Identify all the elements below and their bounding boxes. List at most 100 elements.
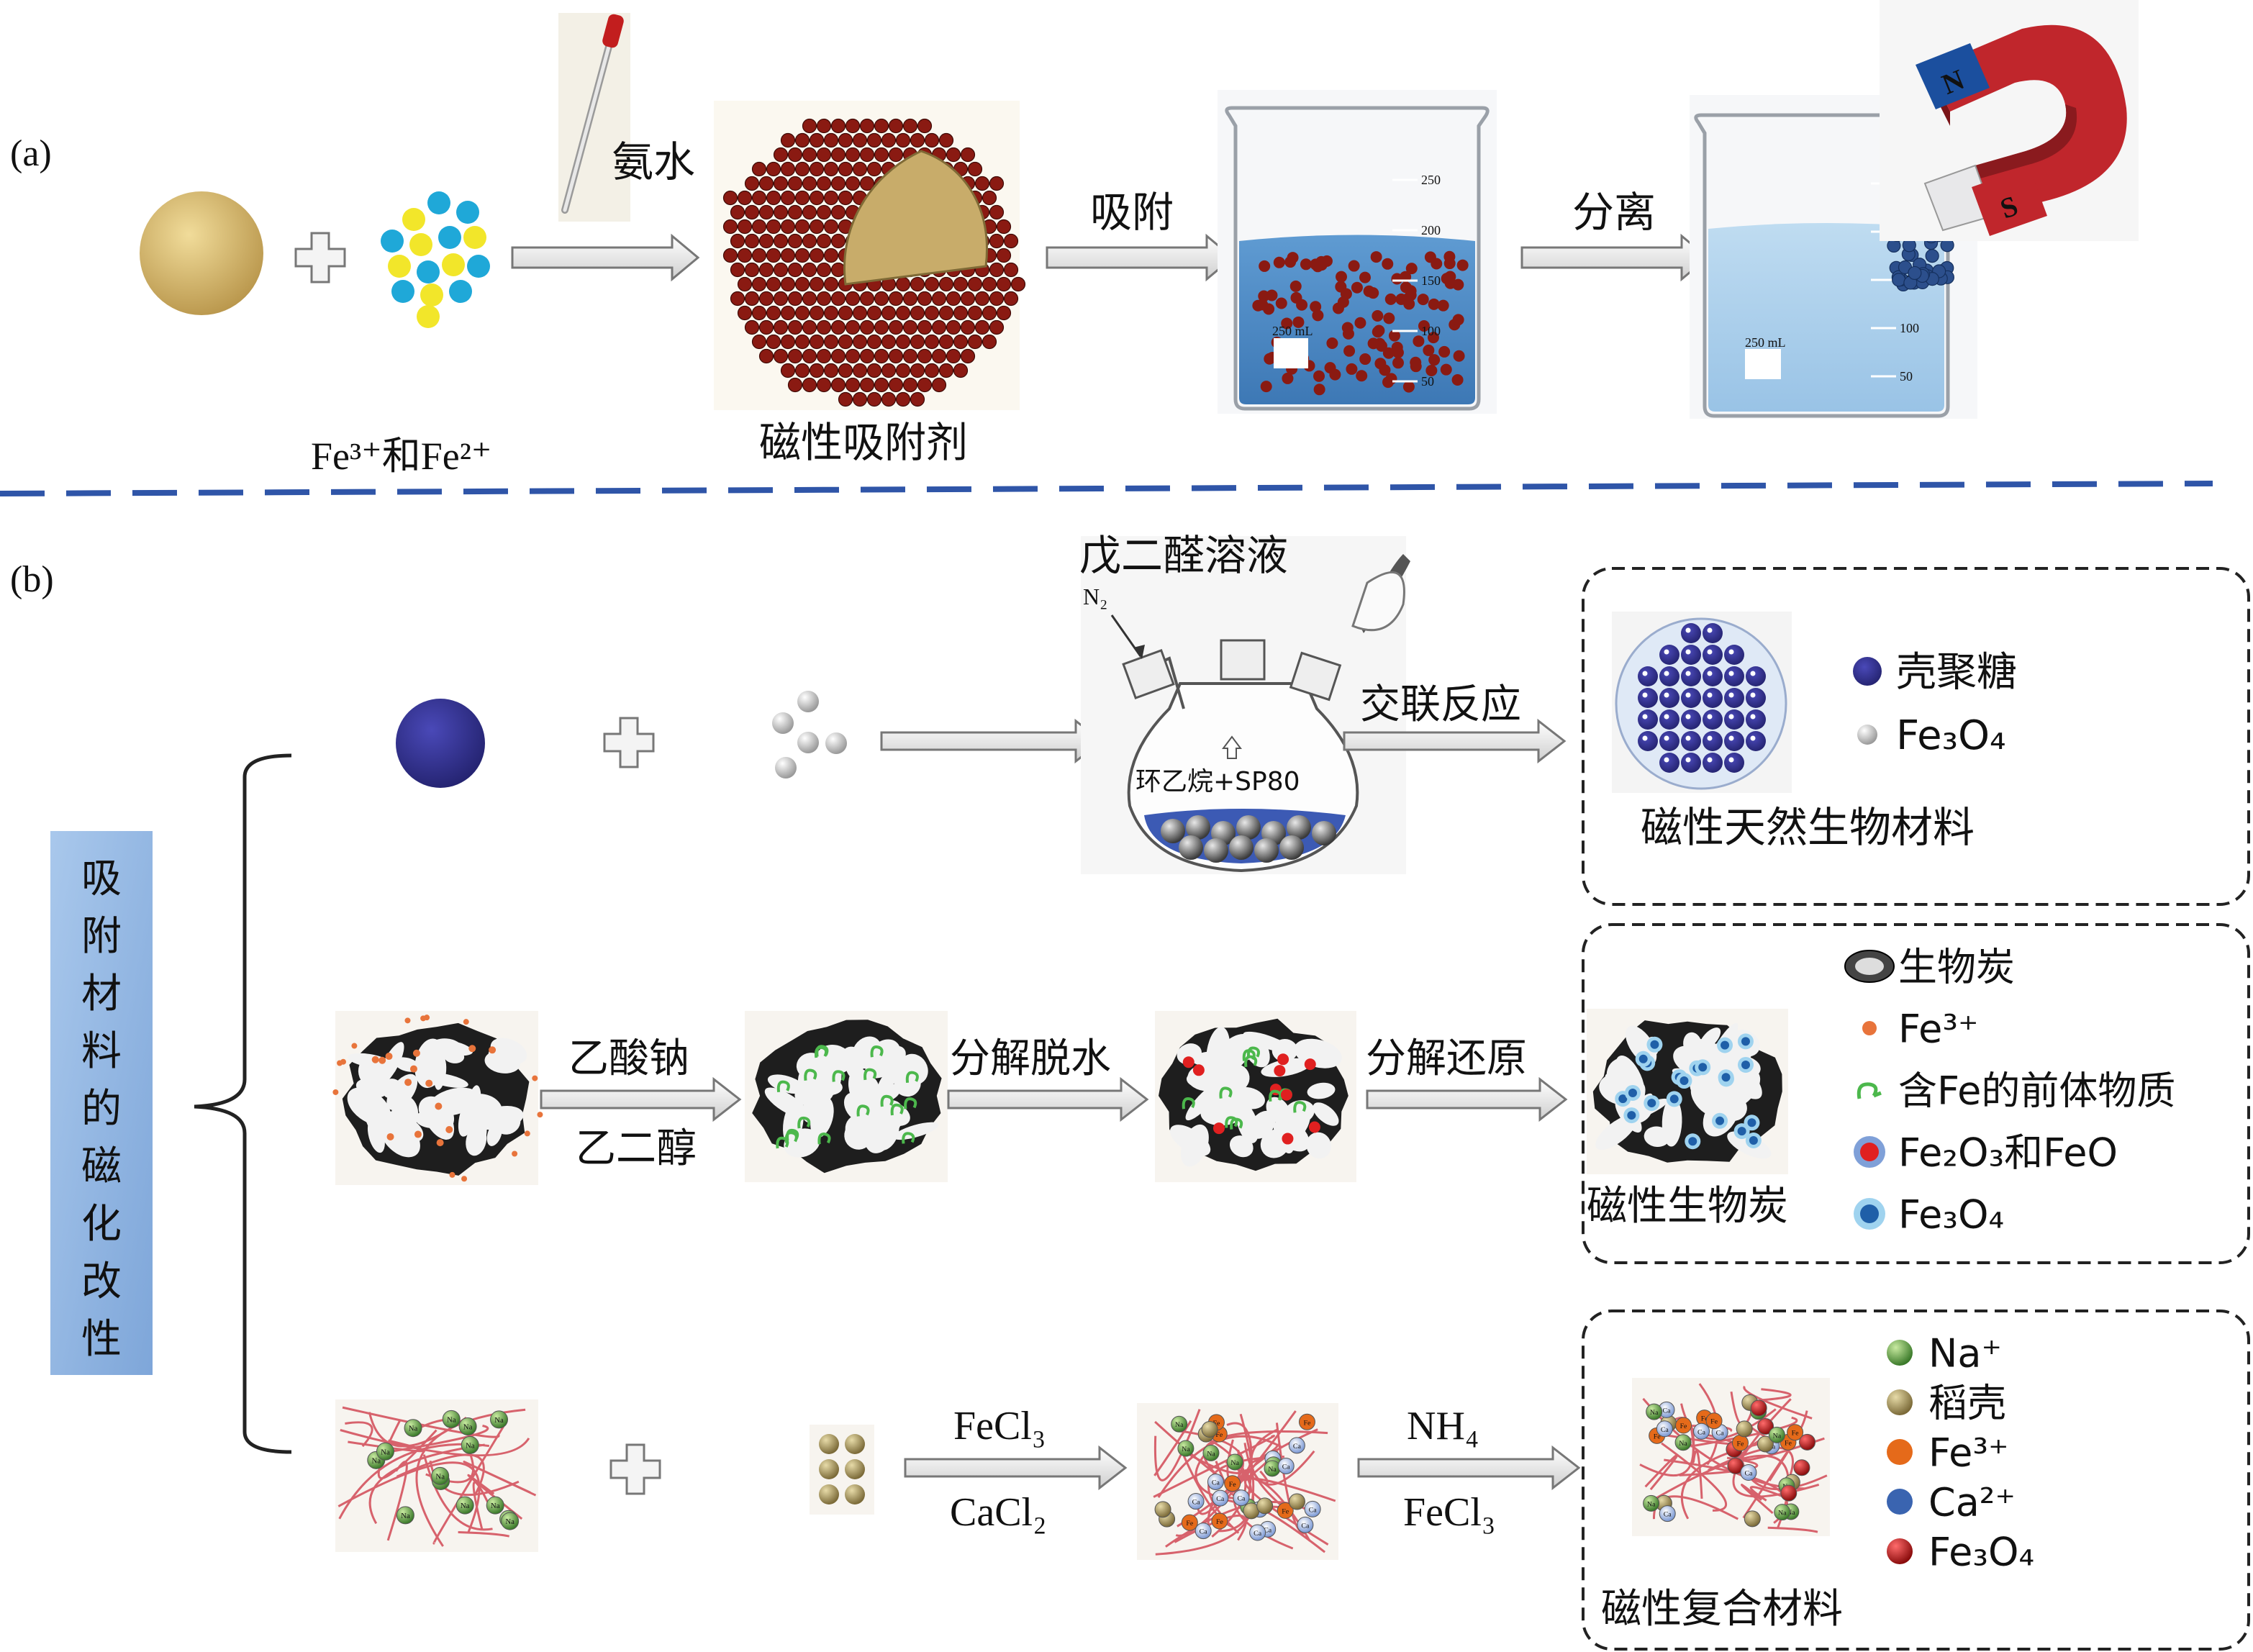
sorbent-particle (737, 305, 753, 321)
biochar-flake (1690, 1074, 1713, 1099)
node-label: Ca (1200, 1528, 1208, 1536)
sorbent-particle (830, 204, 846, 220)
network-node (1659, 1505, 1676, 1522)
chitosan-dot (1703, 709, 1723, 730)
chitosan-dot (1703, 666, 1723, 686)
sorbent-particle (859, 118, 875, 134)
node-label: Fe (1654, 1433, 1661, 1440)
sorbent-particle (924, 276, 940, 292)
sorbent-particle (859, 291, 875, 307)
sorbent-particle (730, 233, 745, 249)
panel-divider (0, 481, 2213, 496)
precursor-mark (784, 1131, 798, 1143)
network-node (1212, 1489, 1229, 1507)
sorbent-particle (730, 262, 745, 278)
sorbent-particle (910, 132, 925, 148)
fe3o4-speck (1728, 649, 1734, 655)
sorbent-particle (794, 363, 810, 378)
magnet-icon: N S (1880, 0, 2139, 241)
node-label: Ca (1664, 1511, 1672, 1519)
side-label-char: 附 (81, 913, 122, 960)
sorbent-particle (902, 348, 918, 364)
beaker-particle (1428, 354, 1441, 366)
beaker-particle (1289, 280, 1302, 292)
beaker-particle (1427, 332, 1439, 344)
beaker-particle (1372, 326, 1384, 338)
network-node (1656, 1420, 1673, 1438)
separated-particle (1908, 266, 1922, 281)
precursor-mark (1182, 1097, 1195, 1109)
network-node (1187, 1493, 1205, 1510)
sorbent-particle (816, 204, 832, 220)
beaker-particle (1438, 345, 1451, 358)
node-label: Ca (1293, 1443, 1302, 1451)
fe3o4-core (1721, 1040, 1730, 1050)
sorbent-particle (859, 377, 875, 393)
node-label: Fe (1737, 1440, 1744, 1448)
biochar-flake (1261, 1058, 1311, 1077)
sorbent-particle (780, 190, 796, 206)
network-node (1799, 1433, 1816, 1451)
biochar-flake (490, 1038, 527, 1064)
sorbent-particle (845, 319, 861, 335)
glutaraldehyde-label: 戊二醛溶液 (1079, 531, 1288, 580)
panel-a-label: (a) (10, 133, 52, 174)
fe3o4-speck (1642, 714, 1648, 720)
sorbent-particle (996, 276, 1012, 292)
fe3o4-speck (1685, 757, 1691, 763)
biochar-flake (367, 1118, 385, 1153)
adsorb-label: 吸附 (1090, 188, 1174, 237)
sorbent-particle (996, 219, 1012, 235)
oxide-dot (1182, 1056, 1195, 1068)
chitosan-dot (1638, 688, 1658, 708)
beaker-particle (1410, 360, 1422, 373)
sorbent-particle (974, 291, 990, 307)
network-node (1774, 1504, 1791, 1521)
sorbent-particle (823, 161, 839, 177)
network-node (1277, 1502, 1294, 1519)
chitosan-dot (1681, 666, 1701, 686)
node-label: Ca (1309, 1506, 1318, 1514)
sorbent-particle (830, 348, 846, 364)
polymer-strand (337, 1461, 481, 1534)
legend-swatch (1887, 1489, 1913, 1515)
precursor-mark (902, 1132, 915, 1144)
sodium-network: NaNaNaNaNaNaNaNaNaNaNaNaNaNa (335, 1399, 538, 1552)
sorbent-particle (751, 219, 767, 235)
biochar-flake (432, 1040, 473, 1056)
chitosan-sphere (396, 699, 485, 788)
network-node (1224, 1475, 1241, 1492)
polymer-strand (1644, 1453, 1679, 1491)
oxide-dot (1212, 1122, 1225, 1135)
beaker-particle (1348, 260, 1360, 272)
sorbent-particle (888, 291, 904, 307)
fe3o4-speck (1664, 649, 1669, 655)
beaker-particle (1372, 309, 1384, 322)
polymer-strand (1741, 1484, 1774, 1515)
polymer-strand (1243, 1477, 1336, 1546)
arrow-crosslink (1343, 718, 1567, 764)
fe3o4-nanoparticles (772, 691, 847, 779)
chitosan-dot (1724, 731, 1744, 751)
sorbent-particle (737, 219, 753, 235)
sorbent-particle (766, 305, 781, 321)
sorbent-particle (816, 377, 832, 393)
sorbent-particle (802, 176, 817, 191)
sorbent-particle (852, 391, 868, 407)
network-node (442, 1410, 461, 1428)
beaker-particle (1287, 252, 1299, 264)
network-node (1768, 1426, 1785, 1443)
fe3-dot (445, 1126, 453, 1134)
sorbent-particle (794, 132, 810, 148)
beaker-particle (1437, 299, 1449, 312)
beaker-particle (1423, 344, 1435, 356)
sorbent-particle (888, 377, 904, 393)
node-label: Ca (1254, 1530, 1262, 1538)
biochar-flake (794, 1084, 820, 1106)
network-node (1740, 1464, 1757, 1481)
network-node (396, 1506, 414, 1525)
node-label: Fe (1229, 1481, 1236, 1489)
precursor-mark (1246, 1046, 1261, 1058)
sorbent-particle (917, 319, 933, 335)
